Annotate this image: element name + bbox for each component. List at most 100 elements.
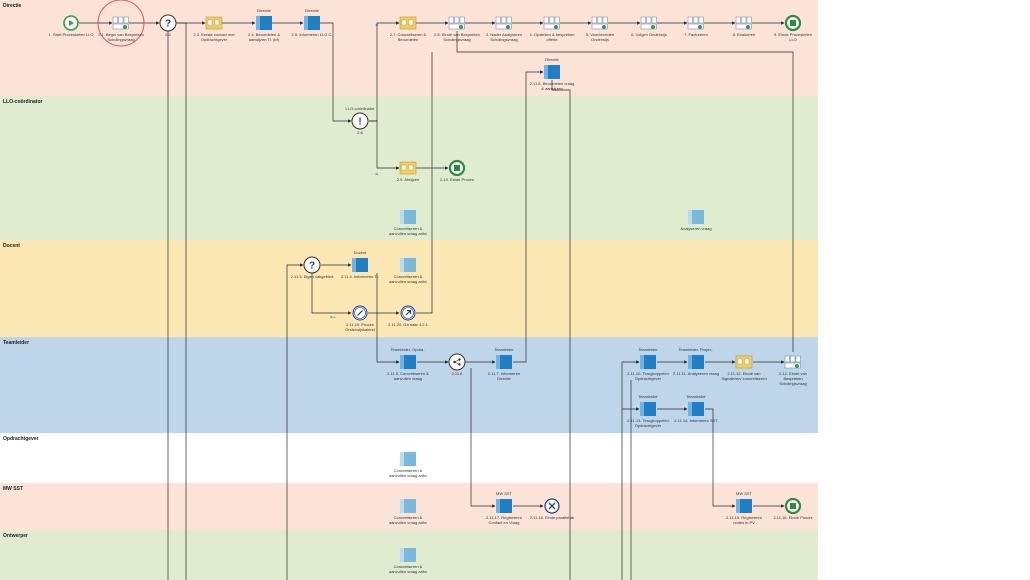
link-event-icon[interactable]: [352, 305, 368, 321]
flow-label-yes: Ja: [375, 172, 379, 176]
node-label: 2.7. Concretiseren & Beoordelen: [389, 32, 427, 42]
node-label: 2.11.4. Informeren TL: [340, 274, 380, 279]
lane-title: Opdrachtgever: [3, 436, 39, 442]
task-icon[interactable]: [352, 258, 368, 272]
data-object-icon[interactable]: [400, 258, 416, 272]
subprocess-icon[interactable]: [784, 355, 801, 369]
subprocess-icon[interactable]: [112, 16, 129, 30]
task-icon[interactable]: [304, 16, 320, 30]
folder-task-icon[interactable]: [399, 16, 417, 30]
gateway-exclamation-icon[interactable]: !: [351, 112, 369, 130]
node-label: Concretiseren & aanvullen vraag adhv: [388, 564, 428, 574]
subprocess-icon[interactable]: [687, 16, 704, 30]
lane-directie: Directie: [0, 0, 818, 96]
svg-text:?: ?: [309, 261, 315, 272]
data-object-icon[interactable]: [400, 452, 416, 466]
node-label: 6. Volgen Onderwijs: [631, 32, 667, 37]
node-label: 2.11.20. Ga naar 4.2.1: [388, 322, 428, 327]
node-role-label: Teamleider, Opdra..: [390, 347, 426, 352]
node-label: 2.3. Eerste contact met Opdrachtgever: [193, 32, 235, 42]
folder-task-icon[interactable]: [399, 161, 417, 175]
node-label: 2.10. Einde Proces: [440, 177, 474, 182]
subprocess-icon[interactable]: [591, 16, 608, 30]
gateway-question-icon[interactable]: ?: [303, 256, 321, 274]
node-role-label: Directie: [545, 57, 559, 62]
node-role-label: Teamleider: [638, 394, 658, 399]
node-label: 5. Voorbereiden Onderwijs: [585, 32, 615, 42]
node-label: 2.11.16. Einde Proces: [773, 515, 813, 520]
folder-task-icon[interactable]: [735, 355, 753, 369]
flow-connectors: [79, 21, 794, 580]
node-role-label: MW SST: [736, 491, 752, 496]
task-icon[interactable]: [496, 355, 512, 369]
subprocess-icon[interactable]: [448, 16, 465, 30]
task-icon[interactable]: [544, 65, 560, 79]
end-event-icon[interactable]: [784, 497, 802, 515]
highlight-circle: [97, 0, 145, 47]
start-event-icon[interactable]: [63, 15, 79, 31]
node-label: 4. Opstellen & bespreken offerte: [529, 32, 575, 42]
lane-title: LLO-coördinator: [3, 99, 43, 105]
node-label: 2.8. Einde van Bespreken Scholingsvraag: [434, 32, 480, 42]
sequence-flow: [456, 31, 794, 352]
node-label: 2.11.13. Terugkoppelen Opdrachtgever: [627, 418, 669, 428]
process-diagram: Directie LLO-coördinator Docent Teamleid…: [0, 0, 818, 580]
subprocess-icon[interactable]: [543, 16, 560, 30]
subprocess-icon[interactable]: [735, 16, 752, 30]
task-icon[interactable]: [496, 499, 512, 513]
gateway-question-icon[interactable]: ?: [159, 14, 177, 32]
lane-docent: Docent: [0, 240, 818, 337]
lane-title: MW SST: [3, 486, 23, 492]
task-icon[interactable]: [688, 355, 704, 369]
end-event-icon[interactable]: [784, 14, 802, 32]
node-label: Concretiseren & aanvullen vraag adhv: [388, 468, 428, 478]
node-label: 2.11.15. Registreren nodes in PV: [726, 515, 762, 525]
subprocess-icon[interactable]: [640, 16, 657, 30]
sequence-flow: [177, 22, 187, 580]
task-icon[interactable]: [640, 402, 656, 416]
lane-title: Ontwerper: [3, 533, 29, 539]
data-object-icon[interactable]: [400, 548, 416, 562]
lane-title: Directie: [3, 3, 22, 9]
node-icons: ?!?: [63, 0, 802, 562]
node-role-label: LLO-coördinator: [345, 106, 375, 111]
data-object-icon[interactable]: [400, 499, 416, 513]
sequence-flow: [621, 360, 640, 580]
sequence-flow: [551, 80, 571, 580]
node-role-label: Teamleider, Projec..: [678, 347, 714, 352]
lane-title: Teamleider: [3, 340, 30, 346]
sequence-flow: [286, 263, 304, 580]
svg-text:!: !: [358, 117, 361, 128]
data-object-icon[interactable]: [688, 210, 704, 224]
node-role-label: Directie: [305, 8, 319, 13]
folder-task-icon[interactable]: [205, 16, 223, 30]
task-icon[interactable]: [256, 16, 272, 30]
share-gateway-icon[interactable]: [448, 353, 466, 371]
sequence-flow: [416, 52, 433, 314]
subprocess-icon[interactable]: [495, 16, 512, 30]
node-label: 2.11.6: [451, 371, 463, 376]
sequence-flow: [513, 70, 544, 363]
task-icon[interactable]: [688, 402, 704, 416]
data-object-icon[interactable]: [400, 210, 416, 224]
node-label: 1. Start Procesketen LLO: [48, 32, 94, 37]
lane-title: Docent: [3, 243, 20, 249]
sequence-flow: [320, 22, 352, 123]
lane-teamleider: Teamleider: [0, 337, 818, 433]
task-icon[interactable]: [640, 355, 656, 369]
task-icon[interactable]: [400, 355, 416, 369]
link-throw-icon[interactable]: [400, 305, 416, 321]
node-role-label: Teamleider: [494, 347, 514, 352]
node-role-label: MW SST: [496, 491, 512, 496]
end-event-icon[interactable]: [448, 159, 466, 177]
node-label: Concretiseren & aanvullen vraag adhv: [388, 226, 428, 236]
flow-label-no: Nee: [330, 315, 336, 319]
node-label: 2.6: [357, 130, 363, 135]
node-label: Concretiseren & aanvullen vraag adhv: [388, 274, 428, 284]
node-role-label: Teamleider: [686, 394, 706, 399]
node-label: Concretiseren & aanvullen vraag adhv: [388, 515, 428, 525]
task-icon[interactable]: [736, 499, 752, 513]
cancel-end-icon[interactable]: [544, 498, 560, 514]
node-label: 3. Nader Analyseren Scholingsvraag: [485, 32, 523, 42]
node-label: 2.12. Einde van Bespreken Scholingsvraag: [779, 371, 807, 386]
